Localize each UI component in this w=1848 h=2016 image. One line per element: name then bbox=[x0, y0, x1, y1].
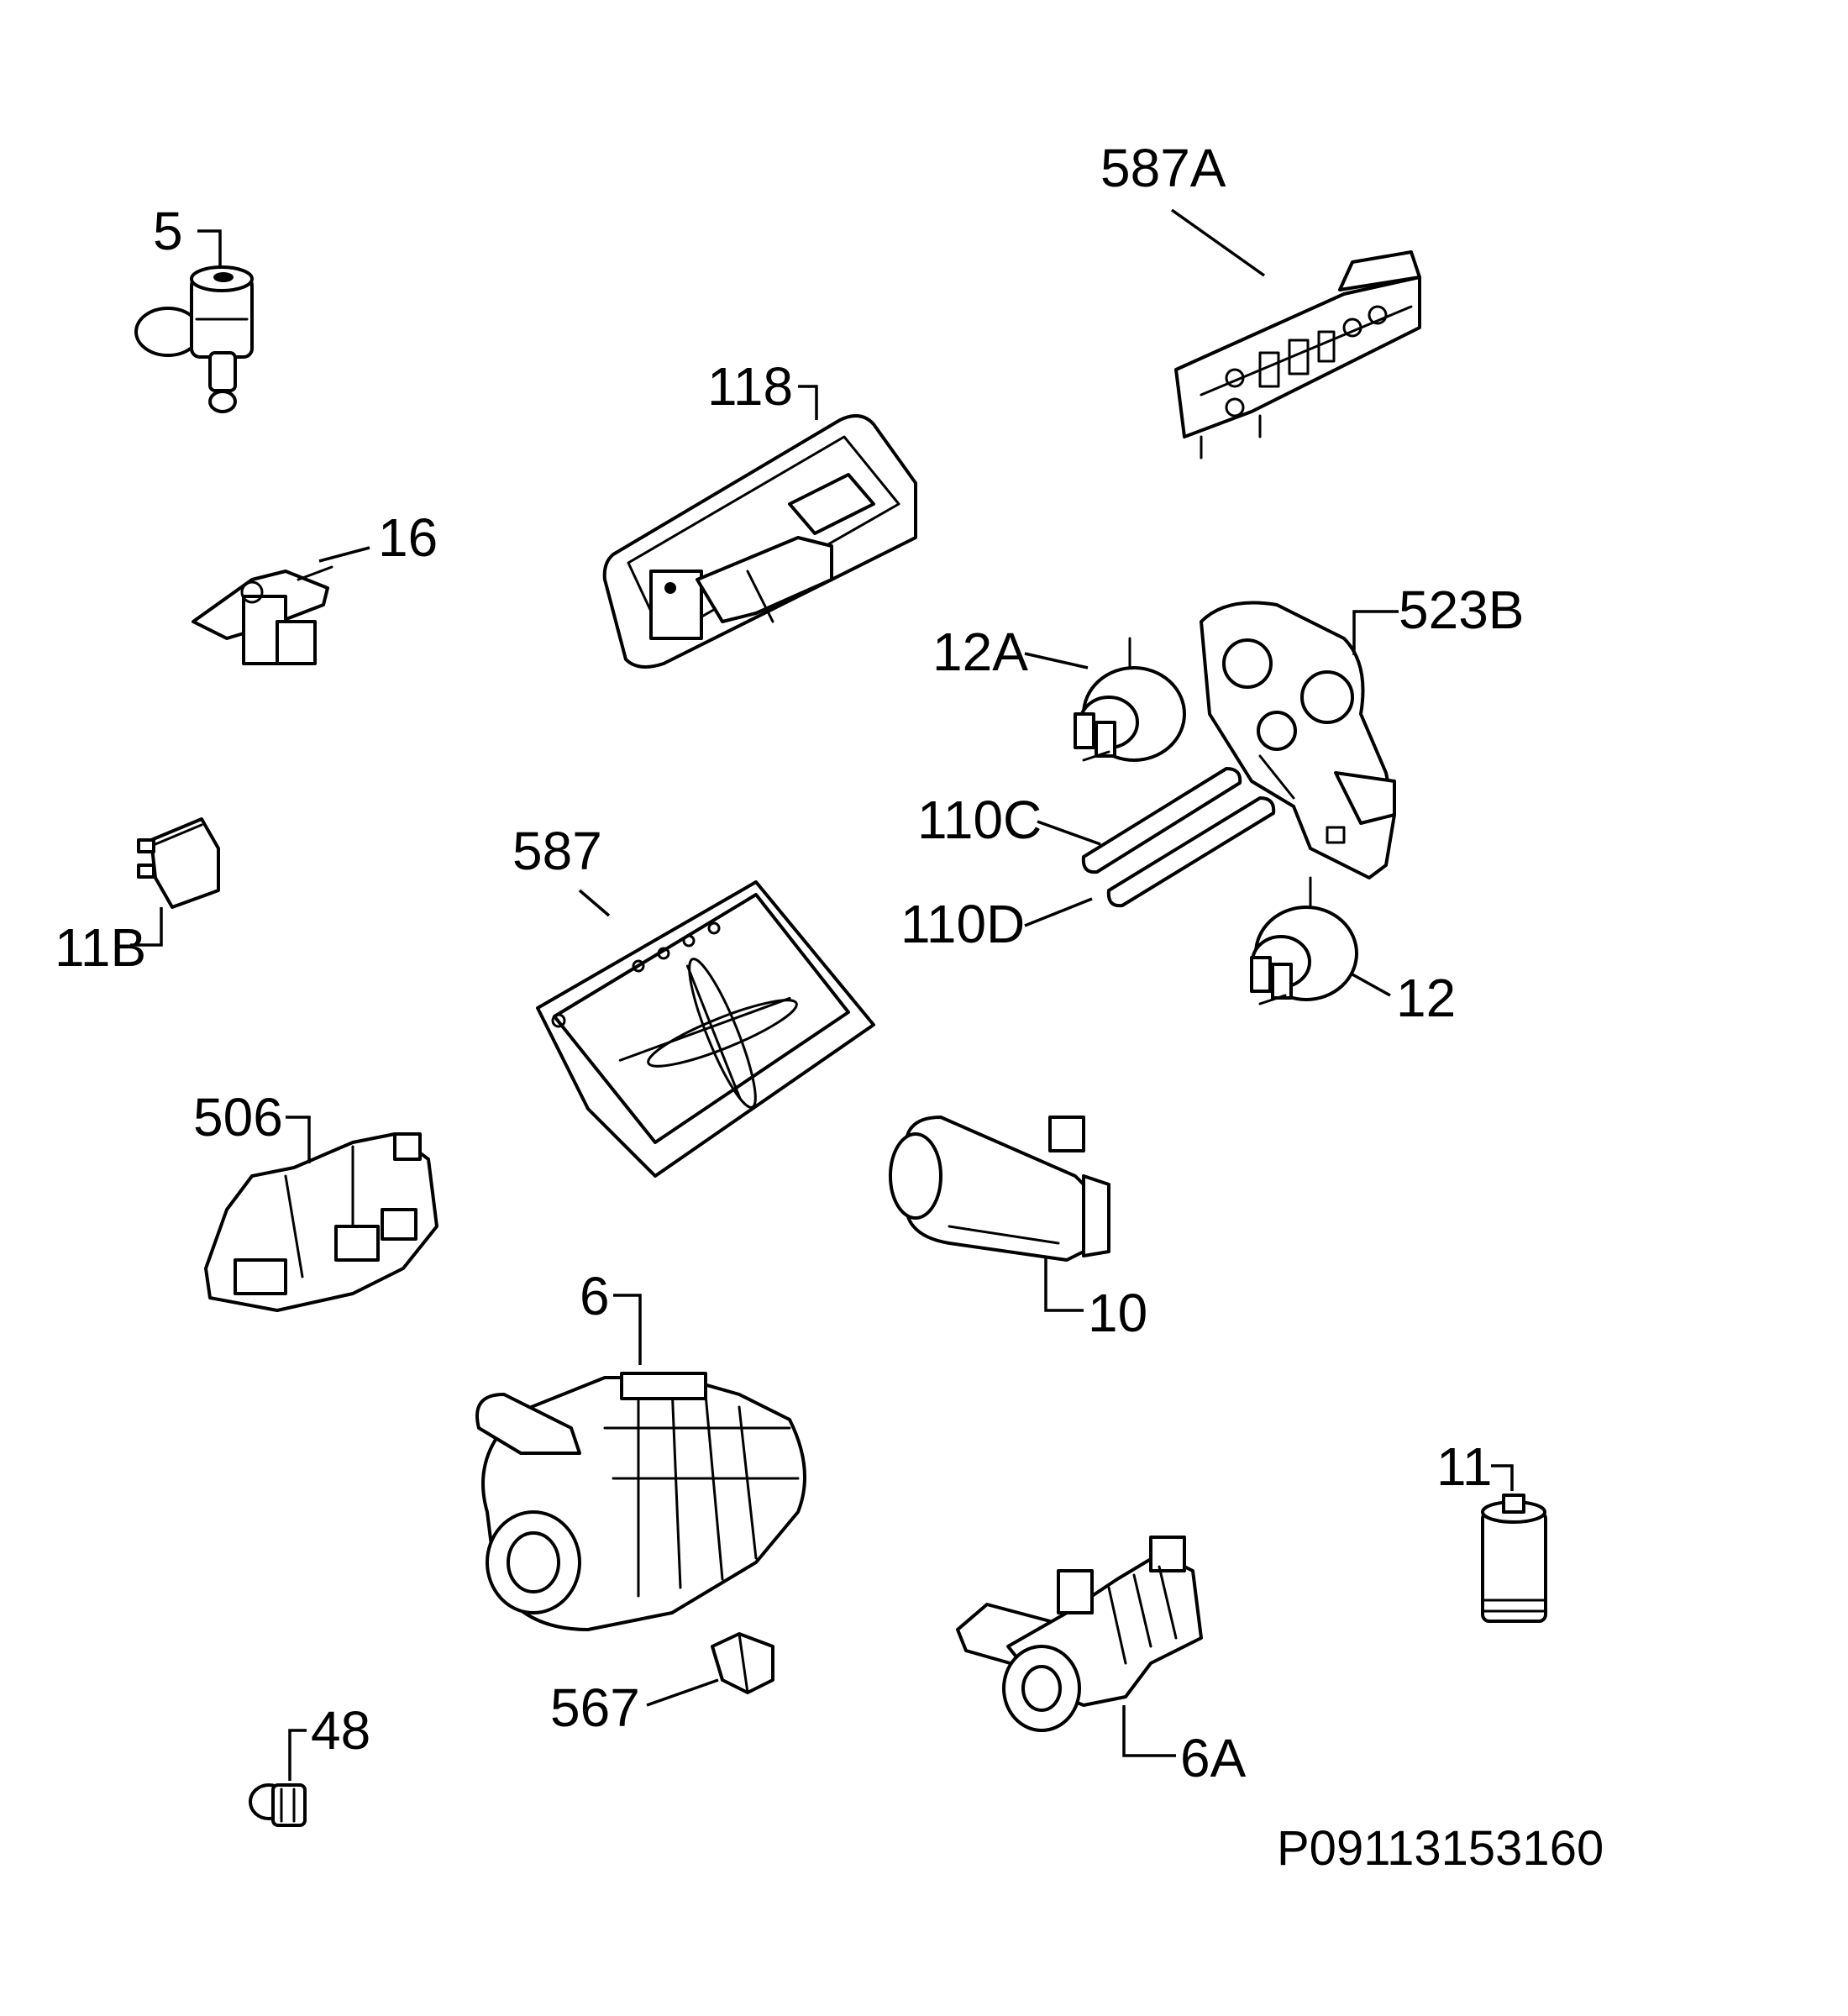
leader-10 bbox=[1044, 1256, 1084, 1312]
leader-16 bbox=[318, 546, 370, 563]
callout-567: 567 bbox=[550, 1677, 640, 1738]
part-16-actuator[interactable] bbox=[192, 565, 333, 665]
callout-587A: 587A bbox=[1100, 138, 1226, 198]
part-6A-drain-pump[interactable] bbox=[956, 1536, 1203, 1732]
part-11B-relay[interactable] bbox=[137, 817, 220, 909]
callout-587: 587 bbox=[512, 821, 602, 881]
leader-11 bbox=[1491, 1464, 1514, 1491]
part-5-inlet-valve[interactable] bbox=[134, 265, 254, 413]
part-12A-pressure-switch[interactable] bbox=[1074, 637, 1186, 762]
part-523B-bracket[interactable] bbox=[1200, 601, 1396, 879]
callout-6: 6 bbox=[580, 1266, 610, 1326]
leader-6 bbox=[613, 1294, 642, 1365]
leader-567 bbox=[646, 1678, 719, 1707]
leader-12 bbox=[1352, 973, 1391, 997]
diagram-code: P09113153160 bbox=[1277, 1821, 1604, 1876]
part-110C-hose[interactable] bbox=[1081, 767, 1242, 874]
callout-12A: 12A bbox=[932, 622, 1028, 682]
callout-118: 118 bbox=[707, 356, 793, 417]
callout-48: 48 bbox=[311, 1700, 370, 1761]
leader-110D bbox=[1024, 897, 1093, 927]
part-11-capacitor[interactable] bbox=[1481, 1494, 1547, 1623]
leader-110C bbox=[1037, 820, 1101, 846]
callout-6A: 6A bbox=[1180, 1728, 1247, 1788]
callout-10: 10 bbox=[1088, 1283, 1147, 1343]
leader-12A bbox=[1024, 652, 1089, 669]
leader-48 bbox=[288, 1729, 307, 1781]
callout-11: 11 bbox=[1436, 1436, 1492, 1497]
part-587A-control-board[interactable] bbox=[1174, 250, 1421, 459]
leader-506 bbox=[286, 1116, 311, 1163]
leader-118 bbox=[798, 385, 818, 420]
callout-16: 16 bbox=[378, 507, 438, 568]
callout-5: 5 bbox=[153, 201, 183, 261]
callout-506: 506 bbox=[193, 1087, 283, 1147]
part-10-flow-heater[interactable] bbox=[889, 1116, 1110, 1262]
callout-11B: 11B bbox=[55, 917, 146, 978]
leader-6A bbox=[1122, 1705, 1176, 1757]
callout-12: 12 bbox=[1396, 968, 1456, 1028]
part-48-fitting[interactable] bbox=[249, 1783, 307, 1827]
callout-110D: 110D bbox=[900, 894, 1025, 954]
leader-587A bbox=[1170, 208, 1266, 277]
part-12-pressure-switch[interactable] bbox=[1250, 876, 1358, 1005]
part-118-dispenser[interactable] bbox=[602, 414, 917, 669]
part-587-main-board[interactable] bbox=[536, 880, 875, 1178]
leader-523B bbox=[1352, 610, 1399, 655]
leader-11B bbox=[130, 907, 163, 947]
leader-5 bbox=[197, 229, 222, 269]
part-6-circulation-pump[interactable] bbox=[475, 1372, 806, 1631]
part-567-clip[interactable] bbox=[711, 1632, 774, 1694]
callout-110C: 110C bbox=[917, 790, 1042, 850]
part-110D-hose[interactable] bbox=[1106, 796, 1276, 908]
callout-523B: 523B bbox=[1399, 580, 1524, 640]
leader-587 bbox=[578, 889, 611, 917]
part-506-dispenser[interactable] bbox=[204, 1132, 438, 1312]
